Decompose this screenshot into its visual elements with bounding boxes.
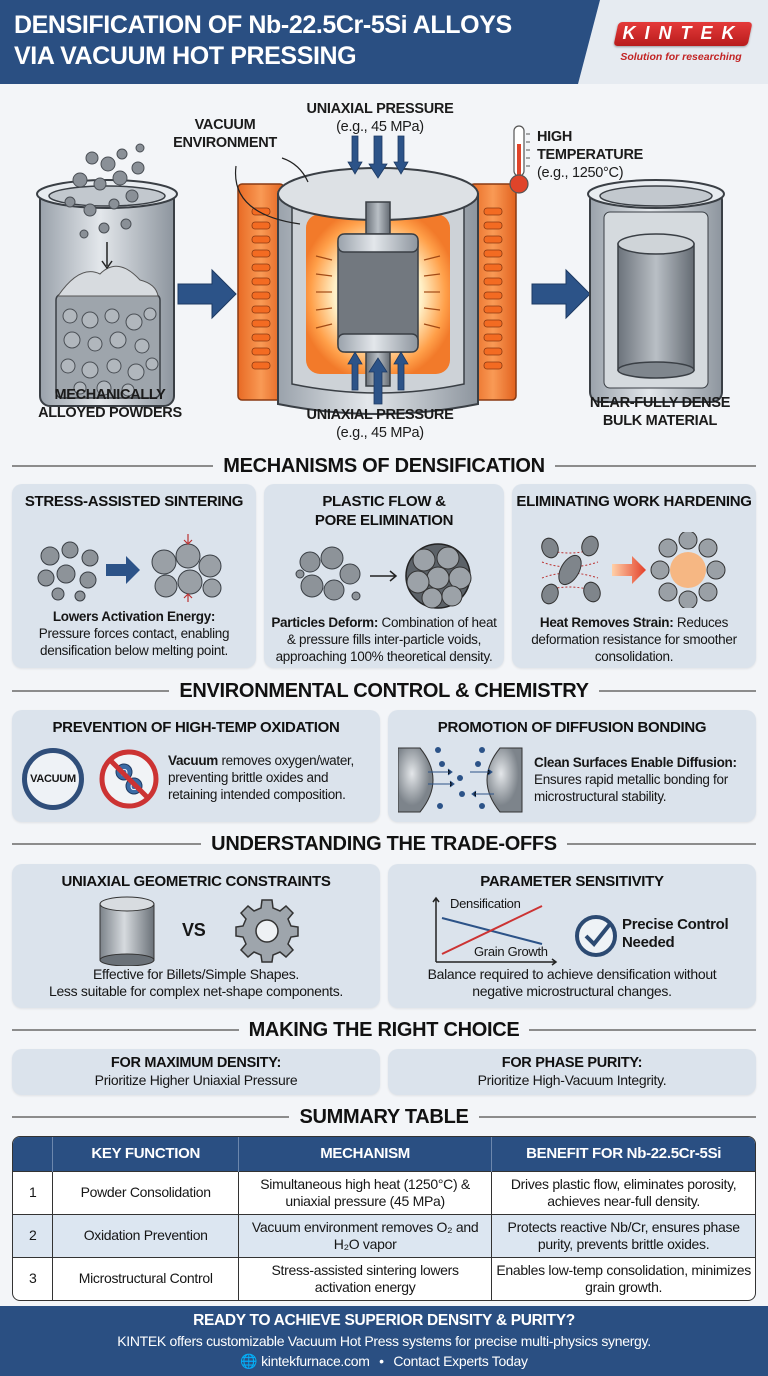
output-material-label: NEAR-FULLY DENSE BULK MATERIAL xyxy=(589,395,731,429)
divider xyxy=(12,465,214,467)
section-environment-heading: ENVIRONMENTAL CONTROL & CHEMISTRY xyxy=(12,678,756,704)
no-oxygen-icon: O O xyxy=(99,749,159,809)
column-header-mechanism: MECHANISM xyxy=(238,1137,493,1171)
divider xyxy=(554,465,756,467)
divider xyxy=(12,1116,290,1118)
logo-text: KINTEK xyxy=(622,23,744,43)
globe-icon: 🌐 xyxy=(240,1353,258,1369)
divider xyxy=(12,1029,239,1031)
powder-crucible-icon xyxy=(36,143,178,407)
table-row: 2 Oxidation Prevention Vacuum environmen… xyxy=(13,1213,755,1258)
column-header-benefit: BENEFIT FOR Nb-22.5Cr-5Si xyxy=(491,1137,755,1171)
footer-headline: READY TO ACHIEVE SUPERIOR DENSITY & PURI… xyxy=(193,1312,575,1329)
top-pressure-label: UNIAXIAL PRESSURE (e.g., 45 MPa) xyxy=(306,101,454,135)
divider xyxy=(598,690,756,692)
card-description: Vacuum removes oxygen/water, preventing … xyxy=(168,753,354,802)
section-summary-heading: SUMMARY TABLE xyxy=(12,1104,756,1130)
thermometer-icon xyxy=(509,125,530,194)
divider xyxy=(478,1116,756,1118)
column-header-key-function: KEY FUNCTION xyxy=(52,1137,239,1171)
divider xyxy=(12,690,170,692)
footer-text: KINTEK offers customizable Vacuum Hot Pr… xyxy=(117,1333,651,1349)
cylinder-billet-icon xyxy=(99,896,155,966)
card-description: Heat Removes Strain: Reduces deformation… xyxy=(531,615,737,664)
high-temperature-label: HIGH TEMPERATURE (e.g., 1250°C) xyxy=(537,129,643,181)
vacuum-hot-press-icon xyxy=(234,135,517,415)
process-diagram: UNIAXIAL PRESSURE (e.g., 45 MPa) VACUUM … xyxy=(0,84,768,446)
footer-links: 🌐 kintekfurnace.com • Contact Experts To… xyxy=(0,1353,768,1370)
input-powders-label: MECHANICALLY ALLOYED POWDERS xyxy=(38,387,182,421)
logo-tagline: Solution for researching xyxy=(620,51,742,63)
precise-control-badge: Precise Control Needed xyxy=(622,916,729,951)
divider xyxy=(529,1029,756,1031)
column-header xyxy=(13,1137,54,1171)
card-diffusion-bonding: PROMOTION OF DIFFUSION BONDING Clean Sur… xyxy=(388,710,756,822)
website-link[interactable]: kintekfurnace.com xyxy=(261,1353,370,1369)
card-description: Particles Deform: Combination of heat & … xyxy=(271,615,497,664)
card-description: Balance required to achieve densificatio… xyxy=(427,966,717,999)
card-phase-purity: FOR PHASE PURITY: Prioritize High-Vacuum… xyxy=(388,1049,756,1095)
vacuum-icon: VACUUM xyxy=(22,748,84,810)
summary-table: KEY FUNCTION MECHANISM BENEFIT FOR Nb-22… xyxy=(12,1136,756,1301)
page-title-line1: DENSIFICATION OF Nb-22.5Cr-5Si ALLOYS xyxy=(14,11,512,39)
card-work-hardening: ELIMINATING WORK HARDENING Heat Removes … xyxy=(512,484,756,668)
card-title: PLASTIC FLOW & PORE ELIMINATION xyxy=(314,493,454,529)
chart-label-grain-growth: Grain Growth xyxy=(474,944,548,959)
kintek-logo[interactable]: KINTEK Solution for researching xyxy=(606,20,756,66)
table-row: 1 Powder Consolidation Simultaneous high… xyxy=(13,1170,755,1215)
divider xyxy=(566,843,757,845)
separator: • xyxy=(379,1353,384,1369)
card-geometric-constraints: UNIAXIAL GEOMETRIC CONSTRAINTS VS Effect… xyxy=(12,864,380,1008)
page-title: DENSIFICATION OF Nb-22.5Cr-5Si ALLOYS VI… xyxy=(14,10,594,72)
section-choice-heading: MAKING THE RIGHT CHOICE xyxy=(12,1017,756,1043)
hot-press-illustration xyxy=(36,125,725,415)
card-description: Effective for Billets/Simple Shapes. Les… xyxy=(48,966,344,999)
diffusion-bonding-icon xyxy=(398,747,523,813)
vacuum-environment-label: VACUUM ENVIRONMENT xyxy=(173,117,277,151)
card-oxidation-prevention: PREVENTION OF HIGH-TEMP OXIDATION VACUUM… xyxy=(12,710,380,822)
contact-experts-link[interactable]: Contact Experts Today xyxy=(393,1353,528,1369)
page-title-line2: VIA VACUUM HOT PRESSING xyxy=(14,42,357,70)
dense-billet-icon xyxy=(587,179,725,403)
strain-relief-icon xyxy=(541,532,726,608)
vs-label: VS xyxy=(182,920,206,940)
process-arrow-icon xyxy=(531,268,591,320)
sintering-particles-icon xyxy=(37,534,222,602)
card-parameter-sensitivity: PARAMETER SENSITIVITY Densification Grai… xyxy=(388,864,756,1008)
process-arrow-icon xyxy=(177,268,237,320)
section-tradeoffs-heading: UNDERSTANDING THE TRADE-OFFS xyxy=(12,831,757,857)
footer-cta-banner: READY TO ACHIEVE SUPERIOR DENSITY & PURI… xyxy=(0,1306,768,1376)
table-header-row: KEY FUNCTION MECHANISM BENEFIT FOR Nb-22… xyxy=(13,1137,755,1171)
table-row: 3 Microstructural Control Stress-assiste… xyxy=(13,1256,755,1300)
tradeoff-line-chart xyxy=(432,896,558,966)
card-stress-assisted-sintering: STRESS-ASSISTED SINTERING Lowers Activat… xyxy=(12,484,256,668)
chart-label-densification: Densification xyxy=(450,896,521,911)
precise-control-clock-icon xyxy=(575,915,617,957)
card-max-density: FOR MAXIMUM DENSITY: Prioritize Higher U… xyxy=(12,1049,380,1095)
card-description: Lowers Activation Energy: Pressure force… xyxy=(38,609,230,658)
card-description: Clean Surfaces Enable Diffusion: Ensures… xyxy=(534,755,737,804)
header-banner: DENSIFICATION OF Nb-22.5Cr-5Si ALLOYS VI… xyxy=(0,0,768,84)
bottom-pressure-label: UNIAXIAL PRESSURE (e.g., 45 MPa) xyxy=(306,407,454,441)
divider xyxy=(12,843,202,845)
gear-icon xyxy=(235,899,299,963)
section-mechanisms-heading: MECHANISMS OF DENSIFICATION xyxy=(12,453,756,479)
card-plastic-flow: PLASTIC FLOW & PORE ELIMINATION Particle… xyxy=(264,484,504,668)
pore-elimination-icon xyxy=(295,543,472,609)
